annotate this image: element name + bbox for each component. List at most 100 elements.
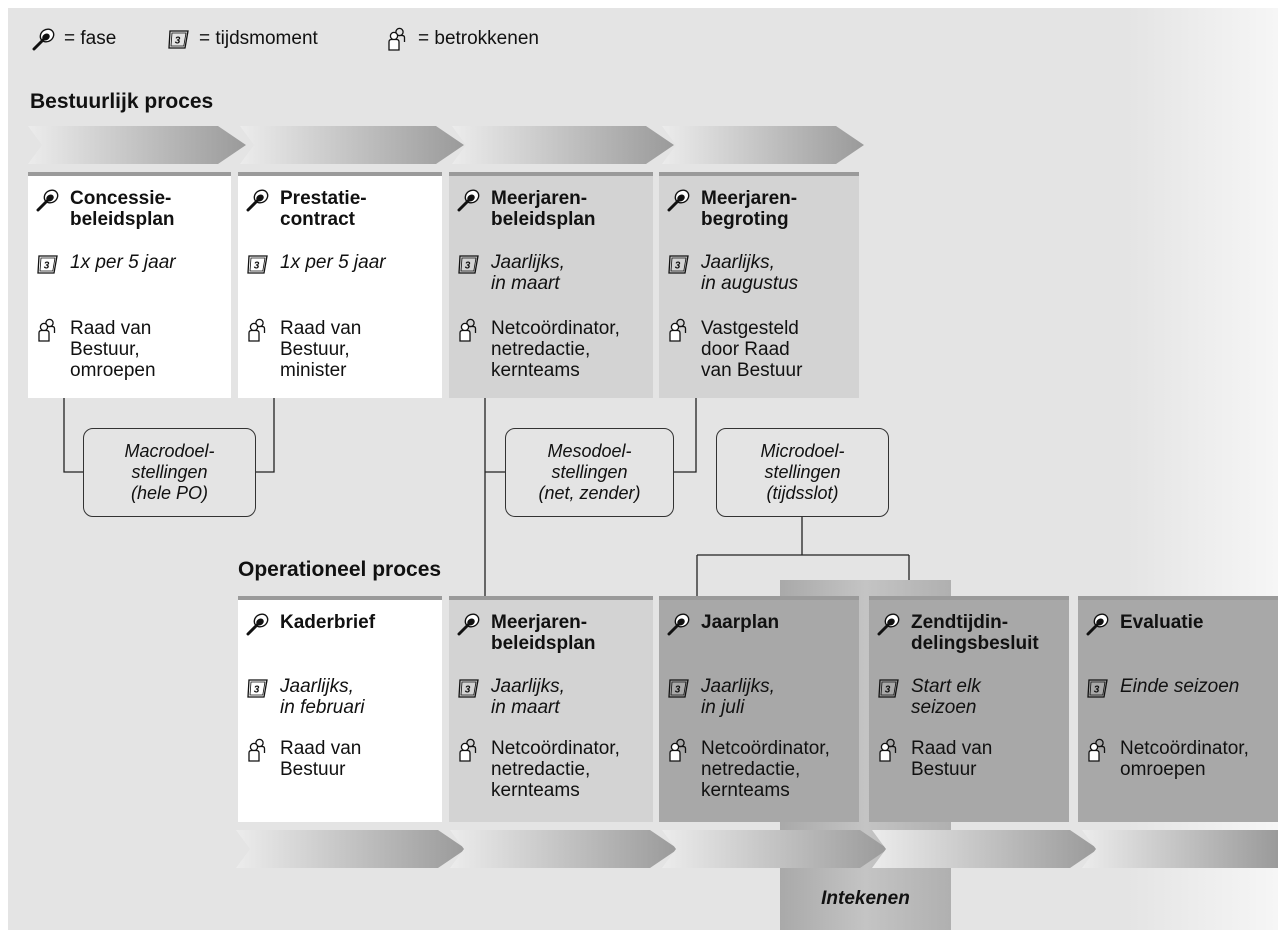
pin-icon	[667, 188, 691, 212]
calendar-icon	[1086, 676, 1110, 700]
arrow-segment	[240, 126, 464, 164]
pin-icon	[246, 188, 270, 212]
intekenen-label: Intekenen	[821, 888, 910, 909]
pin-icon	[667, 612, 691, 636]
macrodoelstellingen-box: Macrodoel-stellingen(hele PO)	[83, 428, 256, 517]
arrow-segment	[662, 126, 864, 164]
mesodoelstellingen-box: Mesodoel-stellingen(net, zender)	[505, 428, 674, 517]
bestuurlijk-arrow-band	[28, 126, 864, 164]
calendar-icon	[457, 676, 481, 700]
pin-icon	[246, 612, 270, 636]
card-jaarplan: Jaarplan Jaarlijks,in juli Netcoördinato…	[659, 596, 859, 822]
arrow-segment	[452, 126, 674, 164]
people-icon	[667, 318, 691, 342]
card-people: Bestuur,	[280, 339, 350, 360]
card-people: omroepen	[70, 360, 156, 381]
card-people: netredactie,	[491, 759, 591, 780]
pin-icon	[457, 188, 481, 212]
card-meerjarenbeleidsplan-operationeel: Meerjaren-beleidsplan Jaarlijks,in maart…	[449, 596, 653, 822]
calendar-icon	[877, 676, 901, 700]
people-icon	[667, 738, 691, 762]
card-title: delingsbesluit	[911, 633, 1039, 654]
arrow-segment	[1082, 830, 1278, 868]
card-people: kernteams	[491, 780, 580, 801]
card-title: Zendtijdin-	[911, 612, 1009, 633]
card-people: van Bestuur	[701, 360, 803, 381]
objective-line: stellingen	[131, 462, 208, 482]
macro-connector	[63, 398, 275, 473]
card-people: omroepen	[1120, 759, 1206, 780]
microdoelstellingen-box: Microdoel-stellingen(tijdsslot)	[716, 428, 889, 517]
arrow-segment	[28, 126, 246, 164]
card-people: Netcoördinator,	[701, 738, 830, 759]
arrow-segment	[236, 830, 466, 868]
card-time: in maart	[491, 697, 560, 718]
card-people: kernteams	[491, 360, 580, 381]
card-people: Raad van	[280, 318, 362, 339]
card-time: Jaarlijks,	[280, 676, 354, 697]
heading-operationeel-proces: Operationeel proces	[238, 558, 442, 581]
legend-betrokkenen: = betrokkenen	[386, 27, 539, 51]
card-title: begroting	[701, 209, 789, 230]
people-icon	[246, 738, 270, 762]
pin-icon	[457, 612, 481, 636]
card-time: Jaarlijks,	[701, 676, 775, 697]
people-icon	[246, 318, 270, 342]
card-meerjarenbeleidsplan-bestuurlijk: Meerjaren-beleidsplan Jaarlijks,in maart…	[449, 172, 653, 398]
people-icon	[457, 738, 481, 762]
arrow-segment	[872, 830, 1098, 868]
legend-fase: = fase	[32, 27, 116, 51]
card-title: Jaarplan	[701, 612, 780, 633]
calendar-icon	[457, 252, 481, 276]
pin-icon	[36, 188, 60, 212]
card-people: minister	[280, 360, 347, 381]
card-meerjarenbegroting: Meerjaren-begroting Jaarlijks,in augustu…	[659, 172, 859, 398]
card-people: Vastgesteld	[701, 318, 799, 339]
card-time: Jaarlijks,	[701, 252, 775, 273]
pin-icon	[1086, 612, 1110, 636]
card-people: kernteams	[701, 780, 790, 801]
card-time: in maart	[491, 273, 560, 294]
meso-connector	[484, 398, 697, 596]
people-icon	[1086, 738, 1110, 762]
card-time: Jaarlijks,	[491, 676, 565, 697]
objective-line: (tijdsslot)	[766, 483, 839, 503]
card-title: beleidsplan	[491, 633, 596, 654]
card-kaderbrief: Kaderbrief Jaarlijks,in februari Raad va…	[238, 596, 442, 822]
card-title: contract	[280, 209, 355, 230]
arrow-segment	[450, 830, 678, 868]
calendar-icon	[667, 676, 691, 700]
card-evaluatie: Evaluatie Einde seizoen Netcoördinator,o…	[1078, 596, 1278, 822]
objective-line: Microdoel-	[760, 441, 845, 461]
card-people: Netcoördinator,	[491, 318, 620, 339]
card-title: Concessie-	[70, 188, 172, 209]
card-people: netredactie,	[491, 339, 591, 360]
card-people: Bestuur	[280, 759, 346, 780]
card-concessiebeleidsplan: Concessie-beleidsplan 1x per 5 jaar Raad…	[28, 172, 231, 398]
calendar-icon	[246, 676, 270, 700]
card-time: in juli	[701, 697, 745, 718]
card-people: Raad van	[70, 318, 152, 339]
card-title: Meerjaren-	[701, 188, 798, 209]
people-icon	[36, 318, 60, 342]
card-title: beleidsplan	[70, 209, 175, 230]
people-icon	[457, 318, 481, 342]
objective-line: (net, zender)	[538, 483, 641, 503]
card-time: Start elk	[911, 676, 981, 697]
card-title: Prestatie-	[280, 188, 367, 209]
calendar-icon	[667, 252, 691, 276]
card-time: Einde seizoen	[1120, 676, 1240, 697]
card-people: door Raad	[701, 339, 790, 360]
arrow-segment	[662, 830, 888, 868]
card-people: Netcoördinator,	[491, 738, 620, 759]
card-title: Meerjaren-	[491, 188, 588, 209]
card-time: in februari	[280, 697, 365, 718]
objective-line: (hele PO)	[130, 483, 208, 503]
card-title: Kaderbrief	[280, 612, 376, 633]
card-prestatiecontract: Prestatie-contract 1x per 5 jaar Raad va…	[238, 172, 442, 398]
card-time: 1x per 5 jaar	[280, 252, 386, 273]
micro-connector	[696, 517, 910, 596]
card-time: 1x per 5 jaar	[70, 252, 176, 273]
card-time: Jaarlijks,	[491, 252, 565, 273]
